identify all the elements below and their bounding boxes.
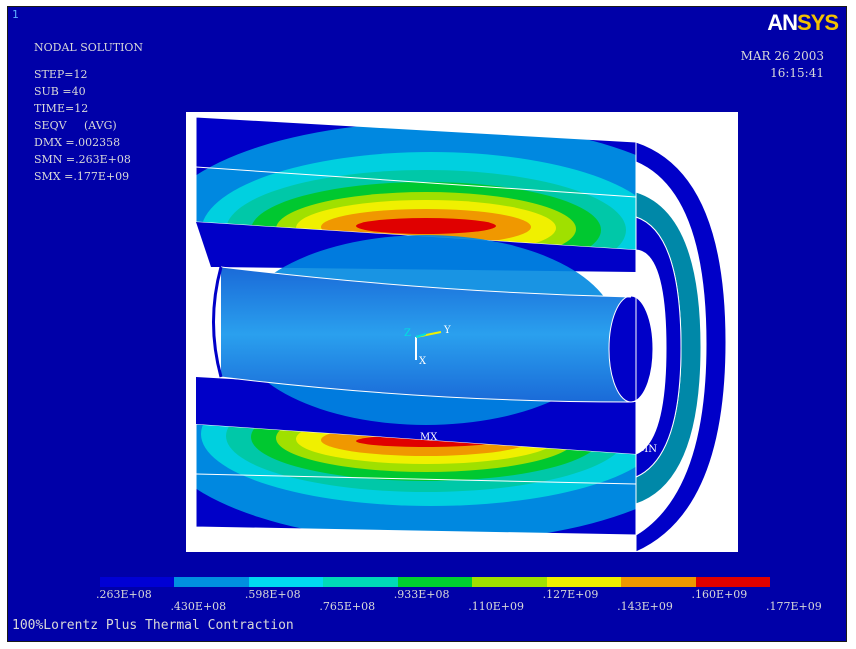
logo-part-a: AN [767, 10, 798, 35]
upper-section [196, 117, 636, 250]
legend-swatch [248, 577, 324, 587]
axis-z-label: Z [404, 328, 411, 339]
legend-swatch [472, 577, 547, 587]
min-marker: MN [638, 444, 657, 455]
legend-label-bottom: .765E+08 [319, 600, 376, 613]
legend-swatch [100, 577, 175, 587]
legend-swatch [397, 577, 473, 587]
legend-swatch [174, 577, 249, 587]
time-label: TIME=12 [34, 102, 89, 115]
legend-label-bottom: .110E+09 [468, 600, 524, 613]
model-viewport[interactable]: Y X Z MX MN [186, 112, 738, 552]
legend-label-top: .160E+09 [691, 588, 748, 601]
legend-swatch [621, 577, 696, 587]
date-label: MAR 26 2003 [740, 49, 824, 63]
legend-label-bottom: .143E+09 [617, 600, 673, 613]
legend-swatch [695, 577, 770, 587]
legend-label-top: .127E+09 [542, 588, 599, 601]
logo-part-b: SYS [796, 10, 839, 35]
legend-label-bottom: .177E+09 [766, 600, 822, 613]
axis-x-label: X [419, 356, 427, 367]
axis-y-label: Y [443, 325, 451, 336]
axis-triad: Y X Z [404, 325, 451, 367]
sub-label: SUB =40 [34, 85, 86, 98]
contour-legend [100, 577, 770, 587]
graphics-window: 1 NODAL SOLUTION STEP=12 SUB =40 TIME=12… [7, 6, 847, 642]
smx-label: SMX =.177E+09 [34, 170, 130, 183]
step-label: STEP=12 [34, 68, 88, 81]
max-marker: MX [420, 432, 438, 443]
time-of-day-label: 16:15:41 [770, 66, 824, 80]
dmx-label: DMX =.002358 [34, 136, 121, 149]
smn-label: SMN =.263E+08 [34, 153, 131, 166]
legend-swatch [546, 577, 622, 587]
legend-label-bottom: .430E+08 [170, 600, 227, 613]
model-plot: Y X Z MX MN [186, 116, 727, 552]
plot-caption: 100%Lorentz Plus Thermal Contraction [12, 618, 294, 633]
legend-label-top: .263E+08 [96, 588, 152, 601]
seqv-label: SEQV (AVG) [34, 119, 117, 132]
ansys-logo: ANSYS [767, 10, 839, 36]
legend-label-top: .933E+08 [393, 588, 450, 601]
end-cap [635, 141, 727, 552]
solution-type-label: NODAL SOLUTION [34, 41, 144, 54]
legend-swatch [323, 577, 398, 587]
legend-label-top: .598E+08 [244, 588, 301, 601]
window-number: 1 [12, 8, 19, 21]
